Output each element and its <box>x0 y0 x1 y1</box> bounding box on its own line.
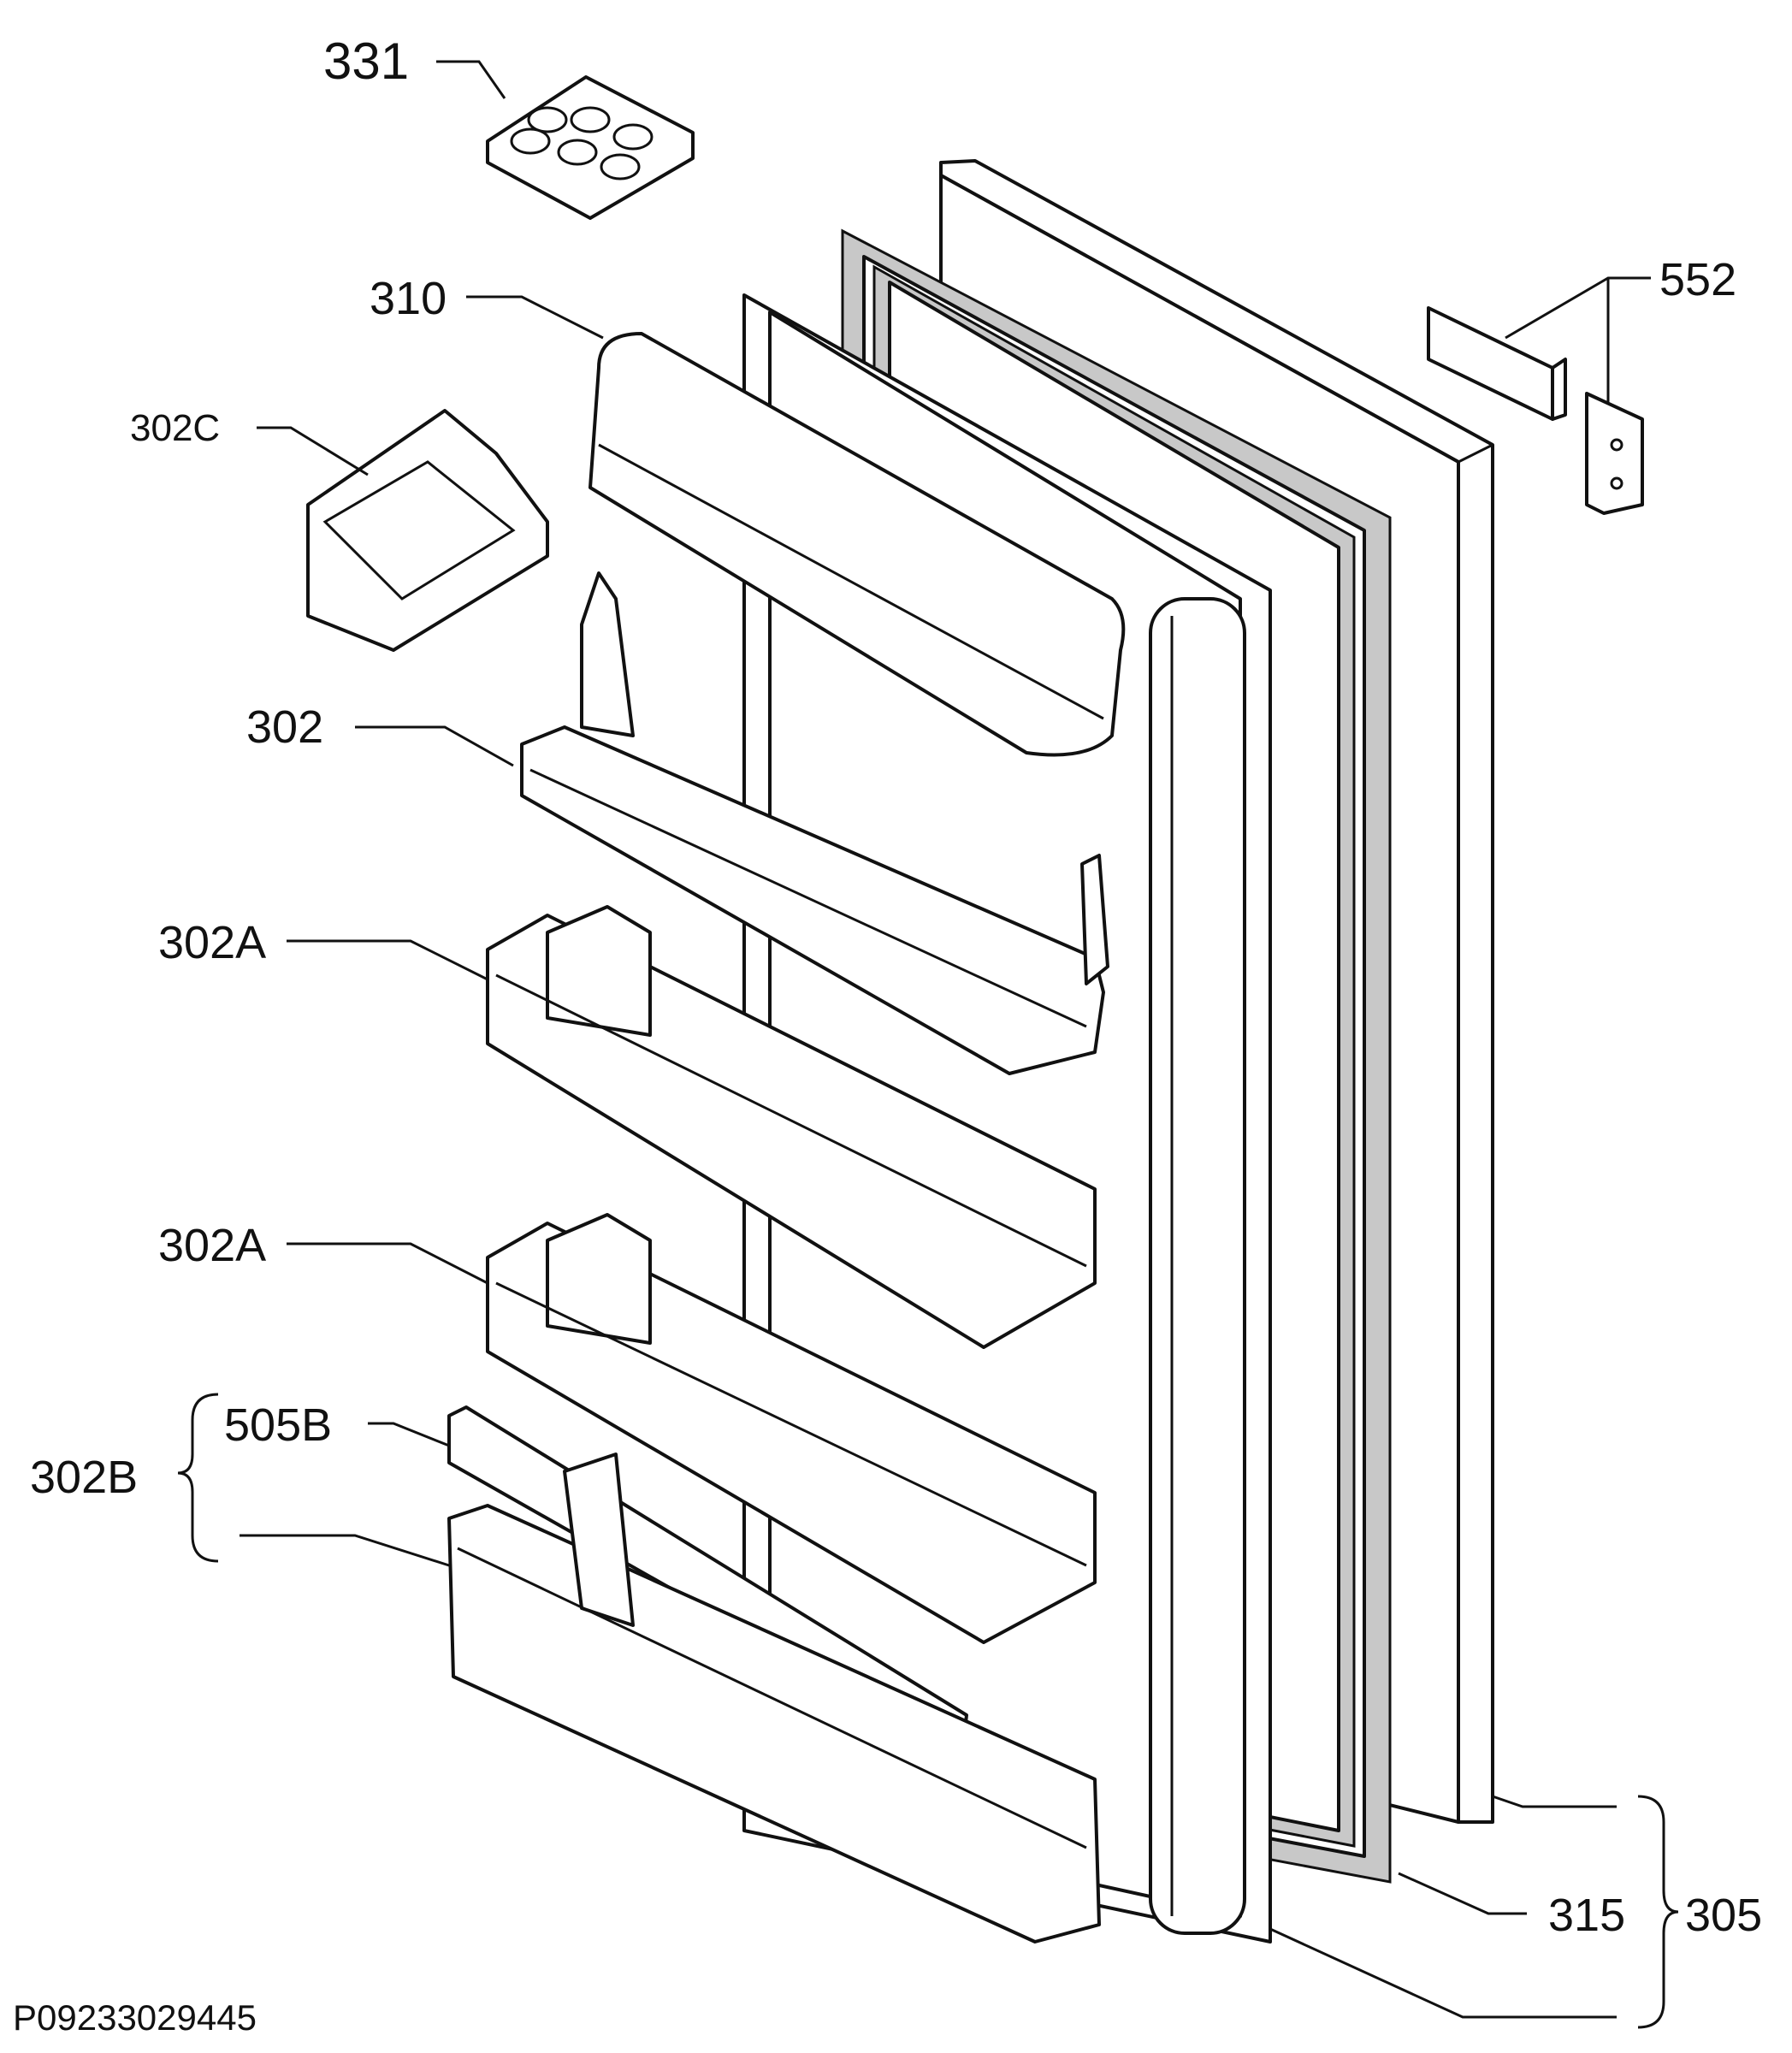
label-302a-lower: 302A <box>158 1220 266 1271</box>
label-552: 552 <box>1659 254 1736 305</box>
egg-tray <box>486 75 695 220</box>
label-302a-upper: 302A <box>158 917 266 968</box>
label-302: 302 <box>246 701 323 753</box>
hinge-bracket-top <box>1427 306 1567 421</box>
label-302c: 302C <box>130 407 220 449</box>
label-331: 331 <box>323 33 409 90</box>
label-305: 305 <box>1685 1890 1762 1941</box>
label-310: 310 <box>370 273 447 324</box>
brace-305 <box>1637 1795 1679 2029</box>
document-id: P09233029445 <box>13 1997 257 2038</box>
label-302b: 302B <box>30 1452 138 1503</box>
door-shelf-302a-lower <box>486 1213 1097 1644</box>
door-shelf-302b <box>447 1452 1101 1944</box>
dairy-compartment <box>588 332 1126 757</box>
brace-302b <box>177 1393 219 1563</box>
door-shelf-302a-upper <box>486 905 1097 1349</box>
hinge-bracket-lower <box>1585 392 1644 515</box>
door-shelf-302 <box>520 571 1109 1075</box>
label-505b: 505B <box>224 1399 332 1451</box>
label-315: 315 <box>1548 1890 1625 1941</box>
small-box <box>306 409 549 652</box>
leader-lines <box>240 60 1651 2019</box>
